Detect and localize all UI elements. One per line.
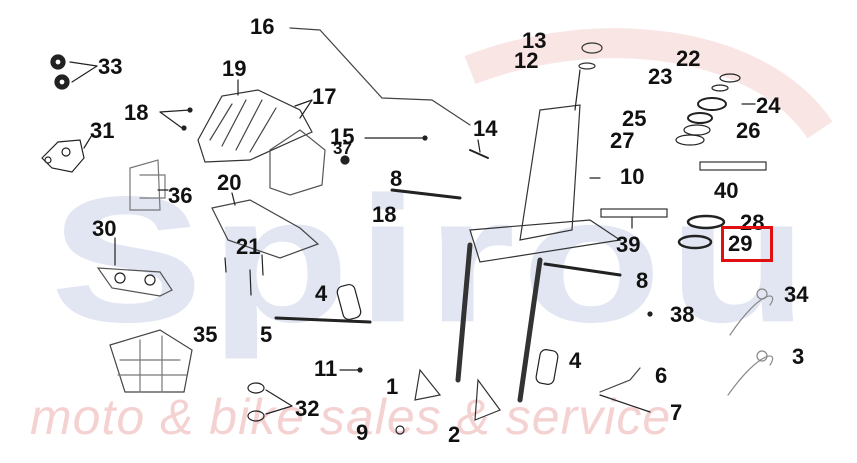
callout-19: 19 <box>222 56 247 81</box>
callout-2: 2 <box>448 422 461 447</box>
highlight-box-part-29[interactable] <box>721 226 773 262</box>
callout-13: 13 <box>522 28 547 53</box>
callout-35: 35 <box>193 322 218 347</box>
callout-31: 31 <box>90 118 115 143</box>
callout-1: 1 <box>386 374 399 399</box>
grille-guard <box>109 329 193 393</box>
callout-40: 40 <box>714 178 739 203</box>
callout-24: 24 <box>756 93 781 118</box>
clamp-icon <box>96 267 173 297</box>
fender-icon <box>197 89 313 163</box>
callout-18b: 18 <box>372 202 397 227</box>
callout-23: 23 <box>648 64 673 89</box>
callout-38: 38 <box>670 302 695 327</box>
callout-8a: 8 <box>390 166 403 191</box>
callout-8b: 8 <box>636 268 649 293</box>
stay-bracket <box>211 199 320 259</box>
callout-17: 17 <box>312 84 337 109</box>
callout-14: 14 <box>473 116 498 141</box>
callout-29: 29 <box>728 231 753 256</box>
plate-icon <box>129 159 161 211</box>
callout-6: 6 <box>655 363 668 388</box>
callout-22: 22 <box>676 46 701 71</box>
callout-10: 10 <box>620 164 645 189</box>
callout-3: 3 <box>792 344 805 369</box>
callout-30: 30 <box>92 216 117 241</box>
callout-26: 26 <box>736 118 761 143</box>
watermark-swoosh <box>464 28 833 139</box>
callout-4b: 4 <box>569 348 582 373</box>
callout-7: 7 <box>670 400 683 425</box>
callout-9: 9 <box>356 420 369 445</box>
callout-5: 5 <box>260 322 273 347</box>
callout-25: 25 <box>622 106 647 131</box>
callout-34: 34 <box>784 282 809 307</box>
callout-27: 27 <box>610 128 635 153</box>
callout-21: 21 <box>236 234 261 259</box>
callout-11: 11 <box>314 356 338 381</box>
callout-36: 36 <box>168 183 193 208</box>
callout-37: 37 <box>333 139 352 158</box>
callout-33: 33 <box>98 54 123 79</box>
callout-16: 16 <box>250 14 275 39</box>
callout-20: 20 <box>217 170 242 195</box>
callout-12: 12 <box>514 48 539 73</box>
bracket-icon <box>41 139 85 173</box>
callout-39: 39 <box>616 232 641 257</box>
callout-18a: 18 <box>124 100 149 125</box>
callout-4a: 4 <box>315 281 328 306</box>
callout-32: 32 <box>295 396 320 421</box>
callout-15: 15 <box>330 124 355 149</box>
